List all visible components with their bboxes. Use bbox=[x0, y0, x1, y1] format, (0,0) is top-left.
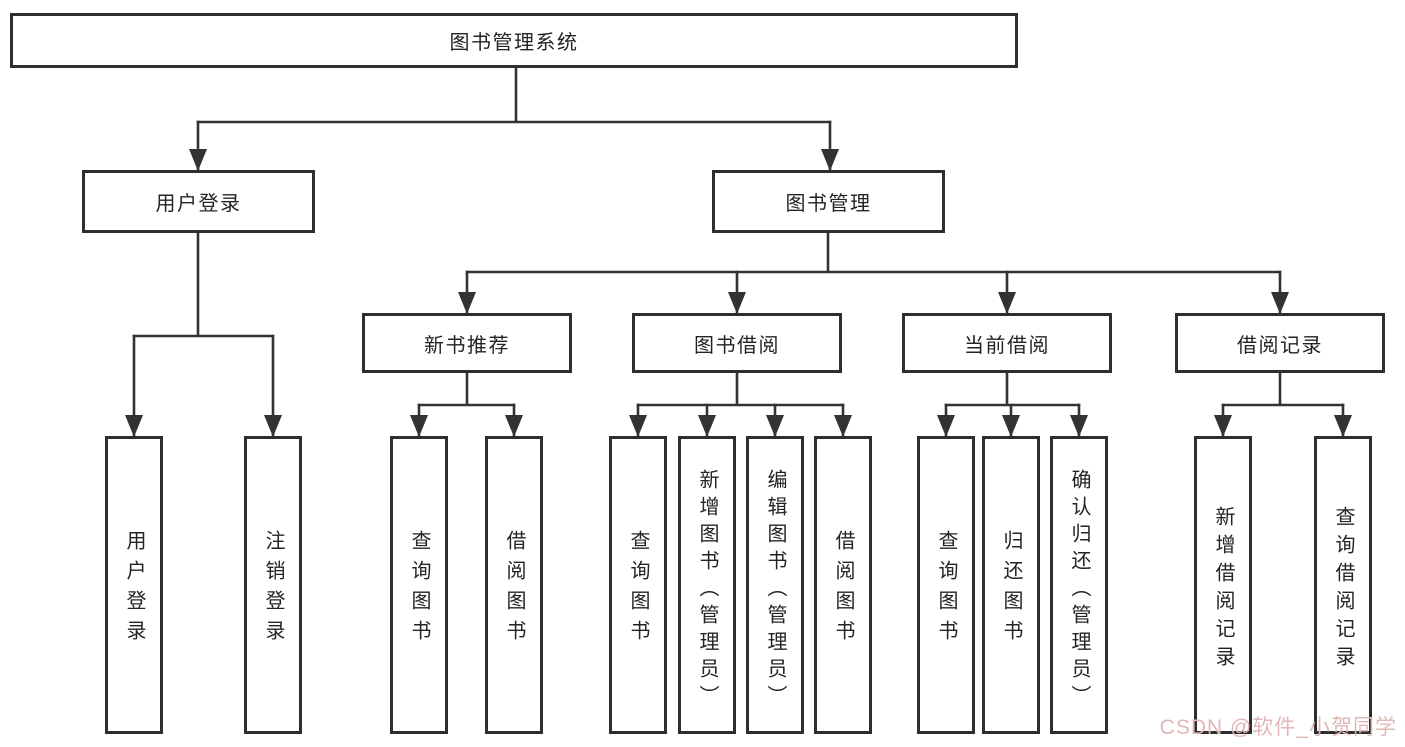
node-label: 图书管理 bbox=[785, 193, 872, 215]
node-book-management: 图书管理 bbox=[712, 170, 945, 233]
leaf-return-books: 归还图书 bbox=[982, 436, 1040, 734]
node-label: 借阅图书 bbox=[503, 530, 525, 650]
leaf-add-borrow-record: 新增借阅记录 bbox=[1194, 436, 1252, 734]
leaf-edit-books-admin: 编辑图书（管理员） bbox=[746, 436, 804, 734]
csdn-watermark: CSDN @软件_小贺同学 bbox=[1159, 716, 1397, 739]
node-label: 新增借阅记录 bbox=[1212, 506, 1234, 674]
node-label: 查询借阅记录 bbox=[1332, 506, 1354, 674]
leaf-logout: 注销登录 bbox=[244, 436, 302, 734]
node-label: 新增图书（管理员） bbox=[696, 468, 718, 712]
node-label: 图书借阅 bbox=[694, 334, 780, 357]
node-label: 借阅记录 bbox=[1237, 334, 1323, 357]
leaf-query-borrow-record: 查询借阅记录 bbox=[1314, 436, 1372, 734]
node-label: 查询图书 bbox=[408, 530, 430, 650]
node-label: 归还图书 bbox=[1000, 530, 1022, 650]
node-label: 新书推荐 bbox=[424, 334, 510, 357]
leaf-add-books-admin: 新增图书（管理员） bbox=[678, 436, 736, 734]
node-label: 用户登录 bbox=[123, 530, 145, 650]
node-label: 注销登录 bbox=[262, 530, 284, 650]
leaf-user-login: 用户登录 bbox=[105, 436, 163, 734]
node-label: 编辑图书（管理员） bbox=[764, 468, 786, 712]
leaf-confirm-return-admin: 确认归还（管理员） bbox=[1050, 436, 1108, 734]
node-user-login: 用户登录 bbox=[82, 170, 315, 233]
node-library-system: 图书管理系统 bbox=[10, 13, 1018, 68]
node-new-book-recommend: 新书推荐 bbox=[362, 313, 572, 373]
leaf-query-books-current: 查询图书 bbox=[917, 436, 975, 734]
node-label: 确认归还（管理员） bbox=[1068, 468, 1090, 712]
node-label: 查询图书 bbox=[935, 530, 957, 650]
node-current-borrowing: 当前借阅 bbox=[902, 313, 1112, 373]
leaf-borrow-books-recommend: 借阅图书 bbox=[485, 436, 543, 734]
leaf-query-books-recommend: 查询图书 bbox=[390, 436, 448, 734]
leaf-query-books-borrow: 查询图书 bbox=[609, 436, 667, 734]
leaf-borrow-books: 借阅图书 bbox=[814, 436, 872, 734]
node-book-borrowing: 图书借阅 bbox=[632, 313, 842, 373]
node-label: 当前借阅 bbox=[964, 334, 1050, 357]
node-label: 图书管理系统 bbox=[449, 32, 579, 54]
node-label: 用户登录 bbox=[155, 193, 242, 215]
node-label: 借阅图书 bbox=[832, 530, 854, 650]
node-borrow-records: 借阅记录 bbox=[1175, 313, 1385, 373]
node-label: 查询图书 bbox=[627, 530, 649, 650]
